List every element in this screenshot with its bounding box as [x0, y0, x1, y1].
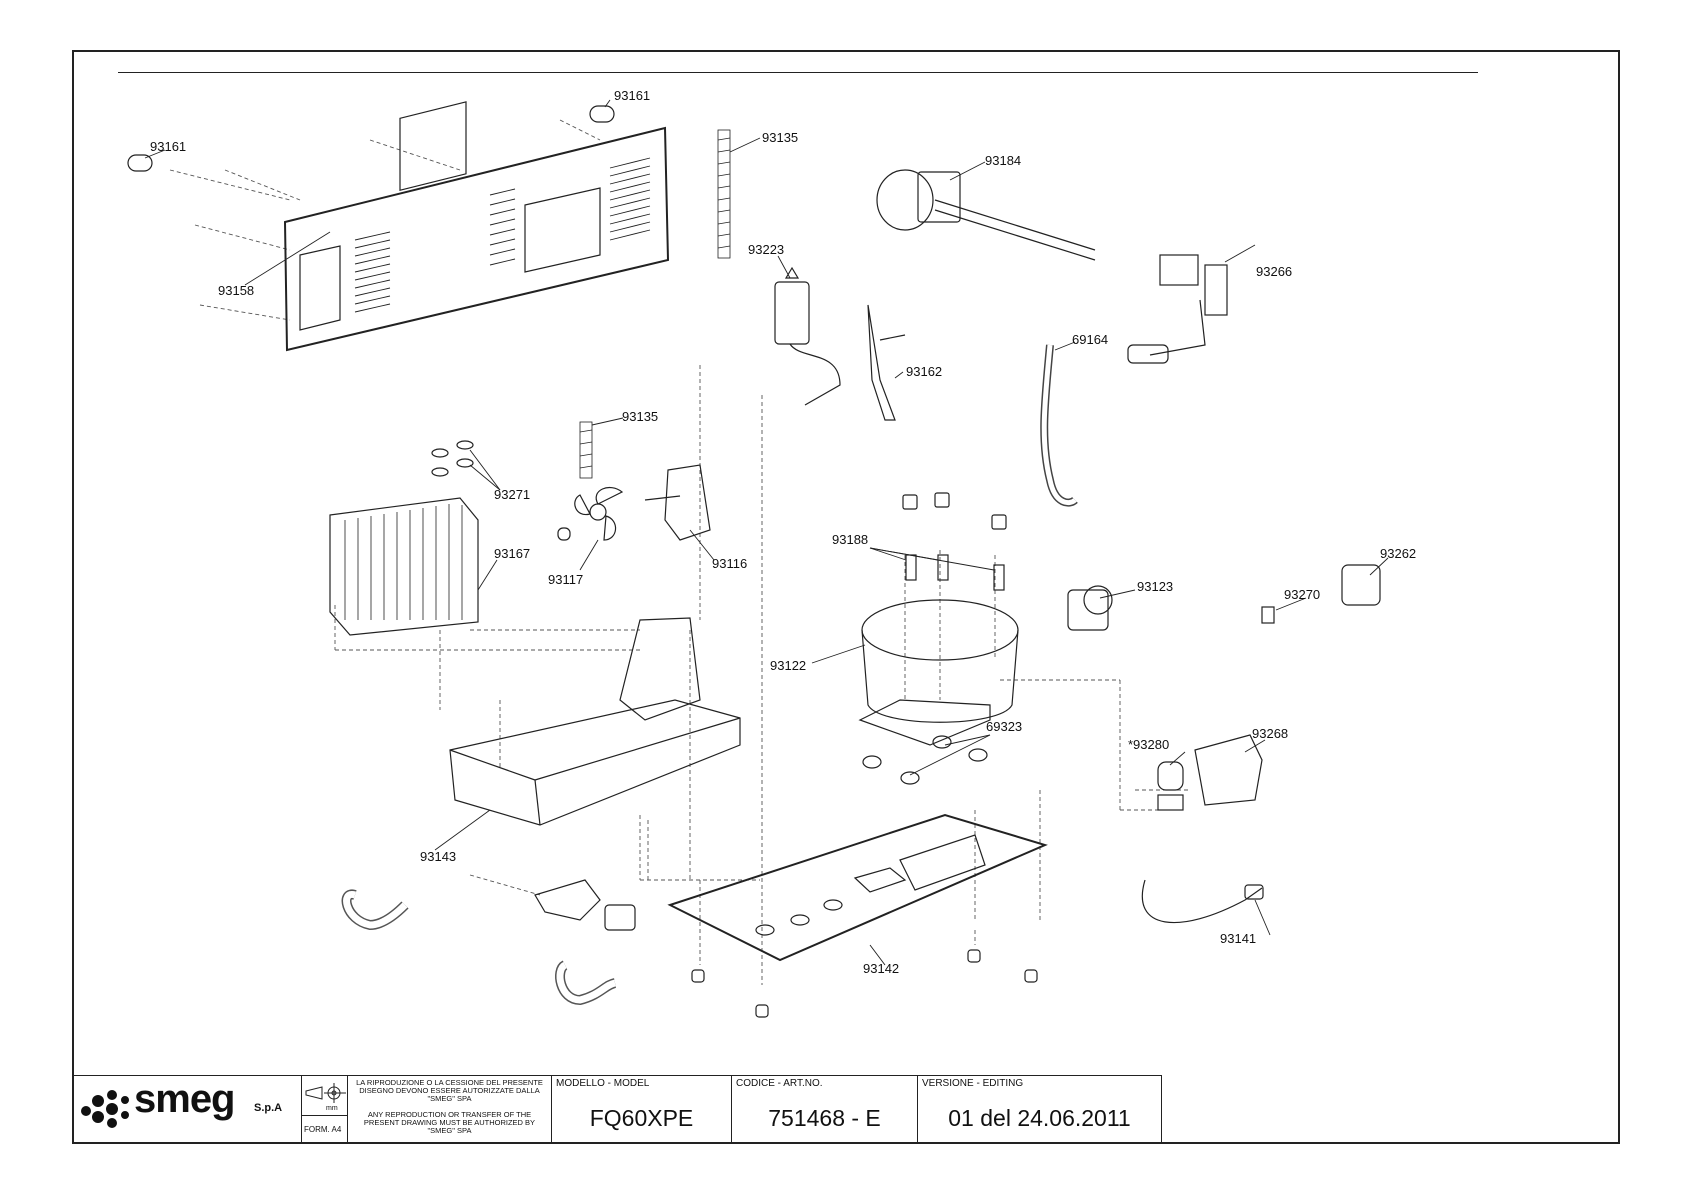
callout-93188: 93188 [832, 532, 869, 547]
callout-93161-left: 93161 [150, 139, 187, 154]
thermostat-93184 [876, 169, 1096, 261]
part-93270 [1261, 606, 1275, 624]
base-plate-93142 [667, 813, 1048, 962]
version-cell: VERSIONE - EDITING 01 del 24.06.2011 [918, 1075, 1162, 1144]
model-caption: MODELLO - MODEL [556, 1078, 650, 1089]
model-cell: MODELLO - MODEL FQ60XPE [552, 1075, 732, 1144]
fan-blade-93117 [557, 487, 624, 541]
top-rule [118, 72, 1478, 73]
notice-english: ANY REPRODUCTION OR TRANSFER OF THE PRES… [363, 1110, 536, 1135]
code-cell: CODICE - ART.NO. 751468 - E [732, 1075, 918, 1144]
callout-93280: *93280 [1128, 737, 1170, 752]
version-caption: VERSIONE - EDITING [922, 1078, 1024, 1089]
cover-93268 [1194, 734, 1263, 806]
capacitor-93223 [774, 266, 841, 406]
part-93262 [1341, 564, 1381, 606]
spring-93135-lower [579, 421, 593, 479]
projection-symbol-icon [305, 1083, 346, 1103]
callout-93122: 93122 [770, 658, 807, 673]
control-assembly-93266 [1127, 254, 1228, 364]
assembly-guide-lines [169, 119, 1190, 985]
callout-93262: 93262 [1380, 546, 1417, 561]
brand-name: smeg [134, 1077, 235, 1121]
grommets-69323 [862, 735, 988, 785]
callout-69323: 69323 [986, 719, 1023, 734]
spring-93135-upper [717, 129, 731, 259]
title-block-top-rule [72, 1075, 1162, 1076]
feet-screws [691, 949, 1038, 1018]
bushing-93161-left [127, 154, 153, 172]
notice-cell: LA RIPRODUZIONE O LA CESSIONE DEL PRESEN… [348, 1075, 552, 1144]
valve-assembly [534, 879, 636, 931]
callout-93141: 93141 [1220, 931, 1257, 946]
callout-93142: 93142 [863, 961, 900, 976]
callout-93270: 93270 [1284, 587, 1321, 602]
relay-93123 [1067, 585, 1113, 631]
drawing-sheet-border [72, 50, 1620, 1144]
callout-93268: 93268 [1252, 726, 1289, 741]
back-panel-93158 [283, 101, 670, 352]
drip-tray-93143 [449, 617, 741, 826]
callout-93143: 93143 [420, 849, 457, 864]
version-value: 01 del 24.06.2011 [948, 1105, 1131, 1131]
part-93280 [1157, 761, 1184, 811]
format-label: FORM. A4 [304, 1125, 342, 1134]
callout-93271: 93271 [494, 487, 531, 502]
notice-italian: LA RIPRODUZIONE O LA CESSIONE DEL PRESEN… [356, 1078, 543, 1103]
condenser-93167 [329, 497, 479, 636]
callout-93162: 93162 [906, 364, 943, 379]
callout-93167: 93167 [494, 546, 531, 561]
callout-93184: 93184 [985, 153, 1022, 168]
callout-93161-right: 93161 [614, 88, 651, 103]
sensor-93162 [867, 304, 906, 421]
leader-lines [144, 99, 1389, 966]
callout-93223: 93223 [748, 242, 785, 257]
callout-93158: 93158 [218, 283, 255, 298]
logo-cell: smeg S.p.A [72, 1075, 302, 1144]
callout-93123: 93123 [1137, 579, 1174, 594]
callout-69164: 69164 [1072, 332, 1109, 347]
callout-93135-upper: 93135 [762, 130, 799, 145]
callout-93135-lower: 93135 [622, 409, 659, 424]
units-label: mm [326, 1105, 338, 1112]
model-value: FQ60XPE [589, 1105, 694, 1131]
callout-93117: 93117 [548, 572, 584, 587]
callout-93266: 93266 [1256, 264, 1293, 279]
code-caption: CODICE - ART.NO. [736, 1078, 823, 1089]
studs-93188 [902, 492, 1007, 591]
callout-93116: 93116 [712, 556, 748, 571]
power-cable-93141 [1141, 879, 1263, 924]
smeg-dots-logo-icon [81, 1090, 129, 1128]
code-value: 751468 - E [768, 1105, 881, 1131]
washers-93271 [431, 440, 474, 477]
bushing-93161-right [589, 105, 615, 123]
fan-motor-93116 [644, 464, 711, 541]
brand-suffix: S.p.A [254, 1102, 283, 1114]
compressor-93122 [858, 599, 1019, 746]
projection-cell: mm FORM. A4 [302, 1075, 348, 1144]
